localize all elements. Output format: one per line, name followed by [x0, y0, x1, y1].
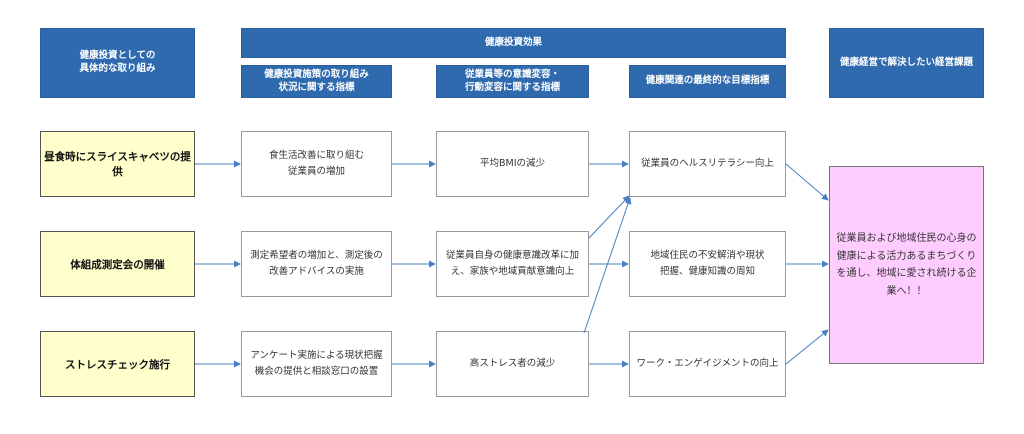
arrow-final3-to-goal: [785, 329, 829, 365]
final-indicator-box-3: ワーク・エンゲイジメントの向上: [629, 331, 786, 397]
header-measure-status: 健康投資施策の取り組み 状況に関する指標: [241, 65, 392, 98]
header-awareness-change: 従業員等の意識変容・ 行動変容に関する指標: [436, 65, 589, 98]
arrow-awareness2-to-final1: [588, 195, 630, 239]
awareness-indicator-box-3: 高ストレス者の減少: [436, 331, 589, 397]
measure-indicator-box-1: 食生活改善に取り組む 従業員の増加: [241, 131, 392, 197]
arrow-awareness3-to-final1: [583, 197, 632, 334]
final-indicator-box-2: 地域住民の不安解消や現状 把握、健康知識の周知: [629, 231, 786, 297]
initiative-box-body-composition: 体組成測定会の開催: [40, 231, 195, 297]
awareness-indicator-box-1: 平均BMIの減少: [436, 131, 589, 197]
header-management-issue: 健康経営で解決したい経営課題: [829, 28, 984, 98]
header-investment-effects: 健康投資効果: [241, 28, 786, 58]
measure-indicator-box-3: アンケート実施による現状把握 機会の提供と相談窓口の設置: [241, 331, 392, 397]
management-goal-box: 従業員および地域住民の心身の 健康による活力あるまちづくり を通し、地域に愛され…: [829, 166, 984, 364]
header-initiatives: 健康投資としての 具体的な取り組み: [40, 28, 195, 98]
initiative-box-cabbage: 昼食時にスライスキャベツの提供: [40, 131, 195, 197]
awareness-indicator-box-2: 従業員自身の健康意識改革に加 え、家族や地域貢献意識向上: [436, 231, 589, 297]
initiative-box-stress-check: ストレスチェック施行: [40, 331, 195, 397]
arrow-final1-to-goal: [785, 163, 829, 201]
final-indicator-box-1: 従業員のヘルスリテラシー向上: [629, 131, 786, 197]
measure-indicator-box-2: 測定希望者の増加と、測定後の 改善アドバイスの実施: [241, 231, 392, 297]
header-final-goal-indicator: 健康関連の最終的な目標指標: [629, 65, 786, 98]
